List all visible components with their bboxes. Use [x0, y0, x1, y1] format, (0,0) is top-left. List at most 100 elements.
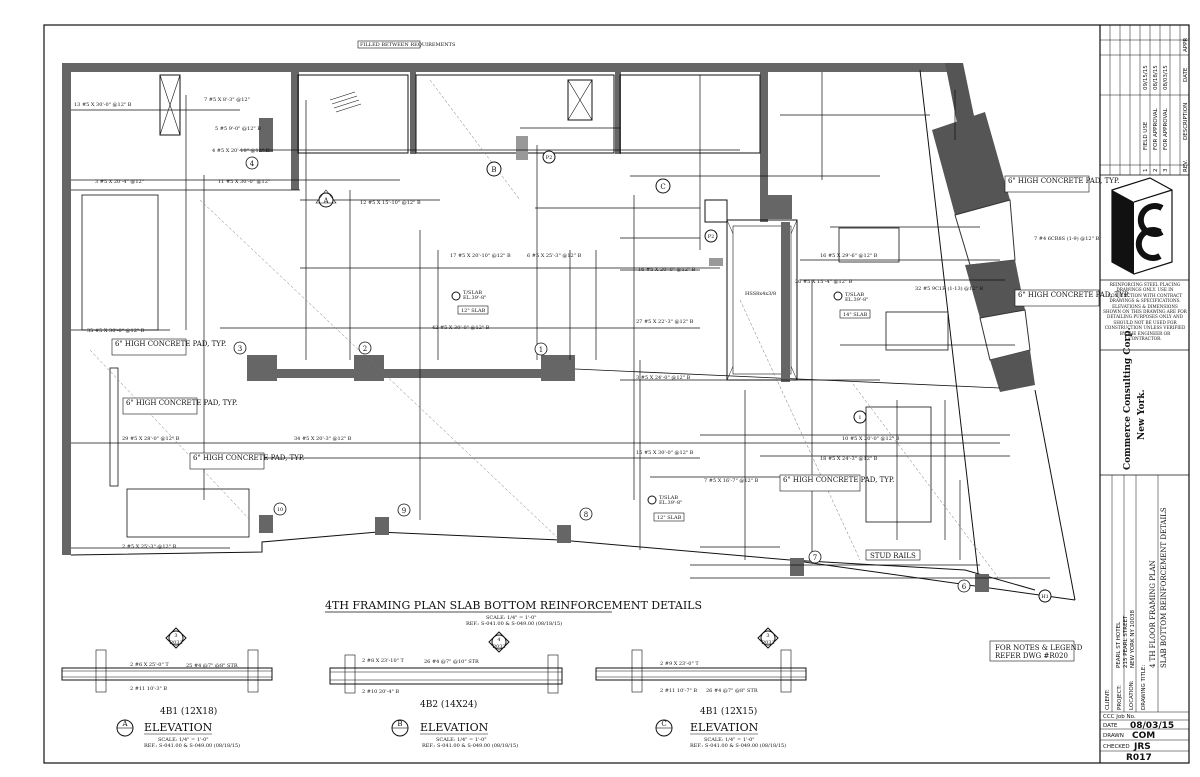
company-name: Commerce Consulting Corp.	[1123, 327, 1133, 470]
column-tags: 1 2 3 4 6 7 8 9 10	[233, 156, 971, 593]
svg-text:7: 7	[813, 554, 817, 562]
pad-label-1: 6" HIGH CONCRETE PAD, TYP.	[111, 338, 226, 356]
svg-text:REF.: S-041.00 & S-049.00 (08/: REF.: S-041.00 & S-049.00 (08/18/15)	[690, 742, 786, 749]
rebar-note: 13 #5 X 30'-0" @12" B	[74, 101, 132, 108]
svg-text:09/15/15: 09/15/15	[1143, 65, 1149, 90]
column-tag-7: 7	[808, 550, 822, 564]
rebar-note: 10 #5 X 20'-0" @12" B	[842, 435, 900, 442]
pad-label-5: 6" HIGH CONCRETE PAD, TYP.	[1014, 289, 1129, 307]
svg-text:R032: R032	[761, 640, 774, 646]
svg-text:ELEVATION: ELEVATION	[690, 721, 759, 734]
svg-text:2 #10 20'-4" B: 2 #10 20'-4" B	[362, 689, 399, 695]
svg-text:1: 1	[858, 415, 861, 421]
revision-table: REV. DESCRIPTION DATE APPR 1 FIELD USE 0…	[1143, 38, 1189, 172]
svg-text:FIELD USE: FIELD USE	[1143, 121, 1149, 150]
pad-label-3: 6" HIGH CONCRETE PAD, TYP.	[189, 452, 304, 470]
rebar-note: 17 #5 X 20'-10" @12" B	[450, 252, 511, 259]
project-label: PROJECT:	[1117, 685, 1123, 710]
slab-tag-3: T/SLAB EL.39'-8" 12" SLAB	[647, 495, 685, 522]
svg-text:R032: R032	[492, 644, 505, 650]
plan-title: 4TH FRAMING PLAN SLAB BOTTOM REINFORCEME…	[325, 599, 702, 612]
rebar-note: 18 #5 X 24'-3" @12" B	[820, 455, 878, 462]
project-line: NEW YORK NY 10038	[1130, 609, 1136, 668]
svg-text:C: C	[660, 183, 665, 191]
section-marker-a: A	[315, 189, 337, 208]
rebar-note: 7 #5 X 16'-7" @12" B	[704, 477, 759, 484]
rebar-note: 3 #5 X 20'-4" @12"	[95, 178, 144, 185]
svg-text:ELEVATION: ELEVATION	[144, 721, 213, 734]
svg-text:4B1 (12X18): 4B1 (12X18)	[160, 706, 217, 717]
pad-label-4: 6" HIGH CONCRETE PAD, TYP.	[1004, 175, 1119, 193]
rebar-note: 4 #5 X 20'-10" @12" B	[212, 147, 270, 154]
title-block: REV. DESCRIPTION DATE APPR 1 FIELD USE 0…	[1099, 24, 1190, 763]
section-marker-h1: H1	[1038, 589, 1052, 603]
rebar-note: 34 #5 X 20'-3" @12" B	[294, 435, 352, 442]
column-tag-1: 1	[534, 342, 548, 356]
svg-text:C: C	[661, 720, 666, 728]
slab-tag-2: T/SLAB EL.39'-8" 14" SLAB	[833, 291, 871, 319]
svg-text:H1: H1	[1041, 594, 1049, 600]
svg-text:A: A	[322, 197, 329, 205]
svg-text:3: 3	[1163, 168, 1169, 172]
svg-text:FOR APPROVAL: FOR APPROVAL	[1163, 107, 1169, 150]
stud-rails-label: STUD RAILS	[865, 549, 921, 561]
project-line: 215 PEARL STREET	[1123, 615, 1129, 668]
rebar-note: 16 #5 X 20'-0" @12" B	[638, 266, 696, 273]
svg-text:FOR APPROVAL: FOR APPROVAL	[1153, 107, 1159, 150]
rebar-note: 32 #5 9C1R (1-13) @12" B	[915, 285, 983, 292]
column-tag-2: 2	[358, 341, 372, 355]
company-city: New York.	[1137, 389, 1147, 440]
section-marker-1: 1	[853, 410, 867, 424]
svg-text:T/SLAB: T/SLAB	[463, 290, 482, 296]
svg-text:10: 10	[277, 507, 283, 513]
column-tag-9: 9	[397, 503, 411, 517]
svg-text:SCALE: 1/4" = 1'-0": SCALE: 1/4" = 1'-0"	[704, 737, 755, 743]
elevation-b: 4 R032 2 #8 X 23'-10" T 26 #4 @7" @10" S…	[329, 631, 563, 749]
column-tag-10: 10	[273, 502, 287, 516]
column-tag-4: 4	[245, 156, 259, 170]
svg-text:2 #11 10'-3" B: 2 #11 10'-3" B	[130, 686, 167, 692]
svg-text:APPR: APPR	[1183, 38, 1189, 52]
section-marker-p2-b: P2	[704, 229, 718, 243]
disclaimer: REINFORCING STEEL PLACING DRAWINGS ONLY.…	[1103, 282, 1187, 341]
svg-text:EL.39'-8": EL.39'-8"	[659, 500, 682, 506]
svg-text:R032: R032	[169, 640, 182, 646]
svg-text:4: 4	[250, 160, 255, 168]
pad-label-6: 6" HIGH CONCRETE PAD, TYP.	[779, 474, 894, 492]
svg-text:1: 1	[539, 346, 543, 354]
location-label: LOCATION:	[1129, 680, 1135, 710]
svg-text:FILLED BETWEEN REQUIREMENTS: FILLED BETWEEN REQUIREMENTS	[360, 42, 456, 48]
svg-text:4B2 (14X24): 4B2 (14X24)	[420, 699, 477, 710]
drawing-number: R017	[1126, 753, 1152, 763]
svg-text:3: 3	[238, 345, 242, 353]
job-no-label: CCC Job No.	[1103, 714, 1136, 720]
svg-text:6" HIGH CONCRETE PAD, TYP.: 6" HIGH CONCRETE PAD, TYP.	[115, 340, 226, 348]
svg-text:P2: P2	[546, 155, 553, 161]
svg-text:25 #4 @7" @8" STR: 25 #4 @7" @8" STR	[186, 662, 238, 669]
svg-text:2 #11 10'-7" B: 2 #11 10'-7" B	[660, 688, 697, 694]
slab-tag-1: T/SLAB EL.39'-8" 12" SLAB	[451, 290, 489, 315]
section-marker-c: C	[655, 178, 671, 194]
svg-text:6" HIGH CONCRETE PAD, TYP.: 6" HIGH CONCRETE PAD, TYP.	[126, 399, 237, 407]
rebar-note: 26 #5 X 15'-4" @12" B	[795, 278, 853, 285]
notes-legend-box: FOR NOTES & LEGEND REFER DWG #R020	[989, 640, 1083, 662]
svg-text:26 #4 @7" @10" STR: 26 #4 @7" @10" STR	[424, 658, 479, 665]
svg-text:08/18/15: 08/18/15	[1153, 65, 1159, 90]
svg-text:REF.: S-041.00 & S-049.00 (08/: REF.: S-041.00 & S-049.00 (08/18/15)	[422, 742, 518, 749]
rebar-note: 6 #5 X 25'-3" @12" B	[527, 252, 582, 259]
rebar-note: 27 #5 X 22'-3" @12" B	[636, 318, 694, 325]
svg-text:ELEVATION: ELEVATION	[420, 721, 489, 734]
svg-text:12" SLAB: 12" SLAB	[657, 515, 682, 521]
drawing-title-line: SLAB BOTTOM REINFORCEMENT DETAILS	[1160, 507, 1168, 668]
svg-text:2: 2	[1153, 169, 1159, 173]
checked-label: CHECKED	[1103, 744, 1130, 750]
svg-text:B: B	[491, 166, 496, 174]
svg-text:DATE: DATE	[1183, 67, 1189, 82]
company-logo	[1111, 177, 1173, 275]
pad-label-2: 6" HIGH CONCRETE PAD, TYP.	[122, 397, 237, 415]
date-label: DATE	[1103, 723, 1118, 729]
date-value: 08/03/15	[1130, 721, 1174, 731]
svg-text:REF.: S-041.00 & S-049.00 (08/: REF.: S-041.00 & S-049.00 (08/18/15)	[144, 742, 240, 749]
rebar-note: 2 #5 X 25'-3" @12" B	[122, 543, 177, 550]
